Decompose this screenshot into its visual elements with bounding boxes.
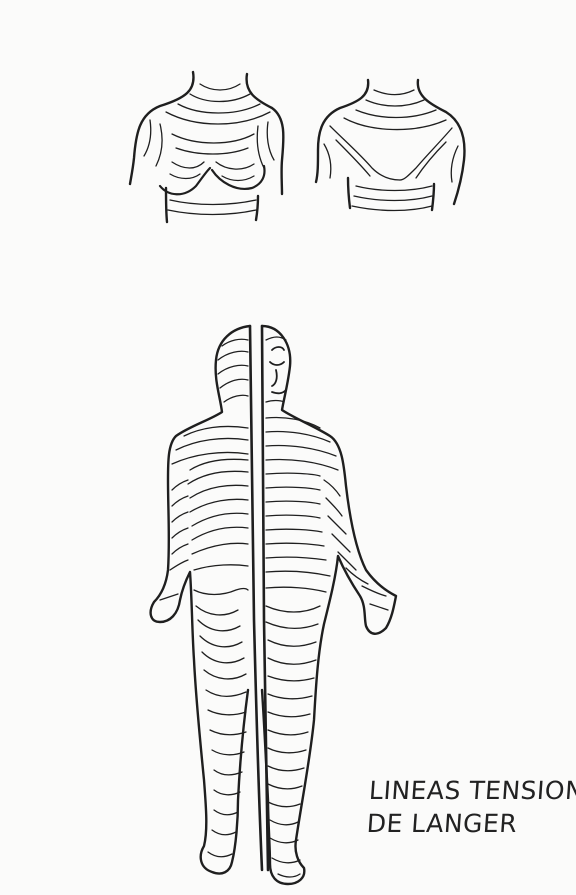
female-torso-tension-lines: [144, 84, 274, 215]
female-torso-outline: [130, 72, 283, 222]
body-midline: [250, 326, 268, 870]
caption-line-1: LINEAS TENSION: [368, 774, 576, 807]
face-features: [270, 347, 286, 393]
female-breast-outline: [160, 166, 265, 194]
full-body-figure-sketch: [151, 326, 396, 884]
langer-lines-caption: LINEAS TENSION DE LANGER: [366, 774, 576, 840]
female-torso-front-sketch: [130, 72, 283, 222]
caption-line-2: DE LANGER: [366, 807, 576, 840]
back-torso-sketch: [316, 80, 464, 211]
body-outline: [151, 326, 396, 884]
